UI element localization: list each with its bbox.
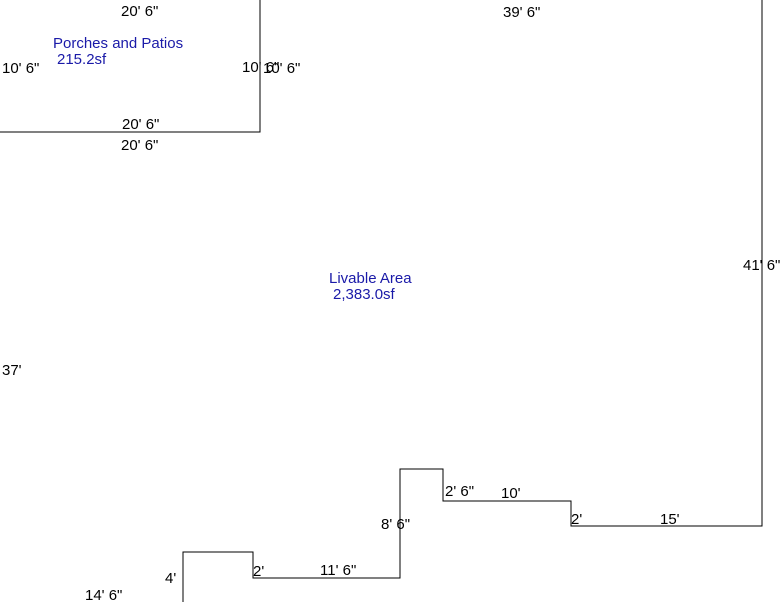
porches-area-label: Porches and Patios 215.2sf: [53, 36, 183, 68]
dim-step-11-6: 11' 6": [320, 562, 357, 579]
dim-porch-top: 20' 6": [121, 3, 159, 20]
dim-step-8-6: 8' 6": [381, 516, 411, 533]
livable-area-size: 2,383.0sf: [333, 285, 395, 303]
dim-step-2-left: 2': [253, 563, 265, 580]
dim-porch-left: 10' 6": [2, 60, 40, 77]
dim-porch-right-outer: 10' 6": [263, 60, 301, 77]
livable-area-name: Livable Area: [329, 270, 412, 287]
dim-porch-bottom-outer: 20' 6": [121, 137, 159, 154]
dim-step-15: 15': [660, 511, 680, 528]
livable-area-outline: [182, 0, 763, 602]
dim-bottom-14-6: 14' 6": [85, 587, 123, 604]
dim-porch-bottom-inner: 20' 6": [122, 116, 160, 133]
dim-top: 39' 6": [503, 4, 541, 21]
dim-step-4: 4': [165, 570, 177, 587]
dim-right: 41' 6": [743, 257, 781, 274]
porch-outline: [0, 0, 261, 133]
dim-step-10: 10': [501, 485, 521, 502]
dim-step-2-right: 2': [571, 511, 583, 528]
porches-area-size: 215.2sf: [57, 50, 107, 68]
dim-step-2-6: 2' 6": [445, 483, 475, 500]
porches-area-name: Porches and Patios: [53, 35, 184, 52]
dim-left: 37': [2, 362, 22, 379]
livable-area-label: Livable Area 2,383.0sf: [329, 271, 412, 303]
dim-porch-right-inner: 10' 6": [242, 59, 280, 76]
